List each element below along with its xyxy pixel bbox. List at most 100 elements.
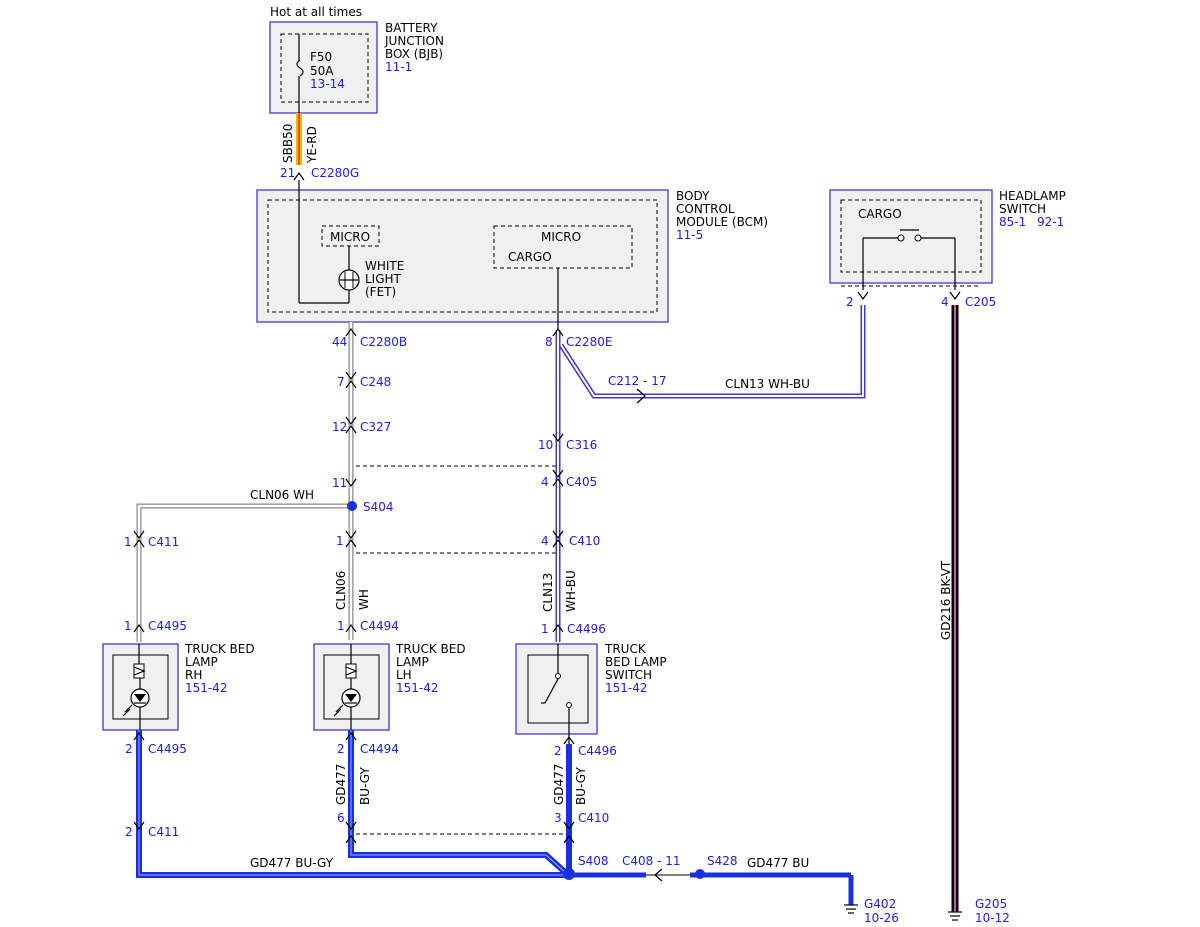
headlamp-pin2: 2 — [846, 295, 854, 309]
bjb-ref: 11-1 — [385, 60, 412, 74]
lamp-rh-line2: LAMP — [185, 655, 218, 669]
c411-bot-connector: C411 — [148, 825, 179, 839]
bcm-name-line2: CONTROL — [676, 202, 735, 216]
c2280g-pin: 21 — [280, 166, 295, 180]
g205-ground-icon — [948, 911, 962, 921]
c4495-bot-pin: 2 — [125, 742, 133, 756]
bcm-cargo: CARGO — [508, 250, 552, 264]
battery-junction-box — [269, 21, 378, 114]
ground-arrows — [133, 731, 575, 844]
c408-label: C408 - 11 — [622, 854, 681, 868]
cln13-vertical-color: WH-BU — [564, 570, 578, 612]
c2280b-connector: C2280B — [360, 335, 407, 349]
c248-connector: C248 — [360, 375, 391, 389]
g205-label: G205 — [975, 897, 1007, 911]
cln06-vertical-circuit: CLN06 — [334, 571, 348, 610]
c405-connector: C405 — [566, 475, 597, 489]
c410-bot-pin-right: 3 — [554, 811, 562, 825]
c410-top-pin-right: 4 — [541, 534, 549, 548]
bjb-name-line3: BOX (BJB) — [385, 47, 443, 61]
c212-connector: C212 - 17 — [608, 374, 667, 388]
fuse-rating: 50A — [310, 64, 334, 78]
c2280g-connector: C2280G — [311, 166, 359, 180]
bjb-name-line2: JUNCTION — [384, 34, 444, 48]
cln06-horizontal-label: CLN06 WH — [250, 488, 314, 502]
headlamp-pin4: 4 — [941, 295, 949, 309]
truck-bed-lamp-switch — [515, 643, 598, 744]
cln13-headlamp-wire — [558, 305, 866, 404]
lamp-lh-line1: TRUCK BED — [395, 642, 466, 656]
g402-label: G402 — [864, 897, 896, 911]
gd477-sw-circuit: GD477 — [552, 764, 566, 805]
lamp-lh-line2: LAMP — [396, 655, 429, 669]
headlamp-name-line2: SWITCH — [999, 202, 1046, 216]
c411-bot-pin: 2 — [125, 825, 133, 839]
s428-splice — [695, 869, 705, 879]
switch-line3: SWITCH — [605, 668, 652, 682]
c2280b-pin: 44 — [332, 335, 347, 349]
c205-pin4-arrow — [949, 291, 961, 301]
c410-bot-connector: C410 — [578, 811, 609, 825]
headlamp-name-line1: HEADLAMP — [999, 189, 1066, 203]
s404-splice — [347, 501, 357, 511]
lamp-rh-line3: RH — [185, 668, 202, 682]
switch-ref: 151-42 — [605, 681, 648, 695]
headlamp-ref2: 92-1 — [1037, 215, 1064, 229]
hot-at-all-times-label: Hot at all times — [270, 5, 362, 19]
headlamp-switch — [829, 189, 993, 290]
c4496-bot-pin: 2 — [554, 744, 562, 758]
c205-connector: C205 — [965, 295, 996, 309]
fuse-ref: 13-14 — [310, 77, 345, 91]
g402-ground-icon — [844, 904, 858, 914]
truck-bed-lamp-lh — [313, 643, 390, 731]
g402-ref: 10-26 — [864, 911, 899, 925]
c411-top-pin: 1 — [124, 535, 132, 549]
c4496-bot-connector: C4496 — [578, 744, 617, 758]
c4494-bot-pin: 2 — [337, 742, 345, 756]
gd477-bottom-label: GD477 BU-GY — [250, 856, 334, 870]
sbb50-color: YE-RD — [305, 126, 319, 164]
c327-connector: C327 — [360, 420, 391, 434]
left-branch-arrows — [133, 327, 357, 633]
gd477-bu-label: GD477 BU — [747, 856, 809, 870]
c2280e-connector: C2280E — [566, 335, 613, 349]
gd477-lh-color: BU-GY — [358, 767, 372, 805]
lamp-rh-ref: 151-42 — [185, 681, 228, 695]
lamp-lh-ref: 151-42 — [396, 681, 439, 695]
c405-pin-left: 11 — [332, 476, 347, 490]
c4495-top-connector: C4495 — [148, 619, 187, 633]
s428-label: S428 — [707, 854, 738, 868]
bcm-micro-right: MICRO — [541, 230, 581, 244]
c4496-top-pin: 1 — [541, 622, 549, 636]
sbb50-circuit: SBB50 — [281, 124, 295, 163]
bcm-fet-line3: (FET) — [365, 285, 396, 299]
truck-bed-lamp-rh — [102, 643, 179, 731]
c4494-bot-connector: C4494 — [360, 742, 399, 756]
gd477-ground-wires — [136, 730, 854, 905]
c4495-bot-connector: C4495 — [148, 742, 187, 756]
c2280e-pin: 8 — [545, 335, 553, 349]
c4494-top-pin: 1 — [337, 619, 345, 633]
headlamp-cargo: CARGO — [858, 207, 902, 221]
gd477-lh-circuit: GD477 — [334, 764, 348, 805]
body-control-module — [256, 180, 669, 330]
switch-line2: BED LAMP — [605, 655, 667, 669]
c410-top-pin-left: 1 — [336, 534, 344, 548]
c410-bot-pin-left: 6 — [337, 811, 345, 825]
s408-label: S408 — [578, 854, 609, 868]
cln06-wire — [136, 322, 354, 642]
fuse-id: F50 — [310, 50, 332, 64]
c405-pin-right: 4 — [541, 475, 549, 489]
bcm-micro-left: MICRO — [330, 230, 370, 244]
c316-pin: 10 — [538, 438, 553, 452]
bjb-name-line1: BATTERY — [385, 21, 438, 35]
bcm-fet-line1: WHITE — [365, 259, 404, 273]
s404-label: S404 — [363, 500, 394, 514]
c4494-top-connector: C4494 — [360, 619, 399, 633]
cln13-vertical-circuit: CLN13 — [541, 573, 555, 612]
g205-ref: 10-12 — [975, 911, 1010, 925]
bcm-name-line1: BODY — [676, 189, 710, 203]
c4495-top-pin: 1 — [124, 619, 132, 633]
gd477-sw-color: BU-GY — [574, 767, 588, 805]
